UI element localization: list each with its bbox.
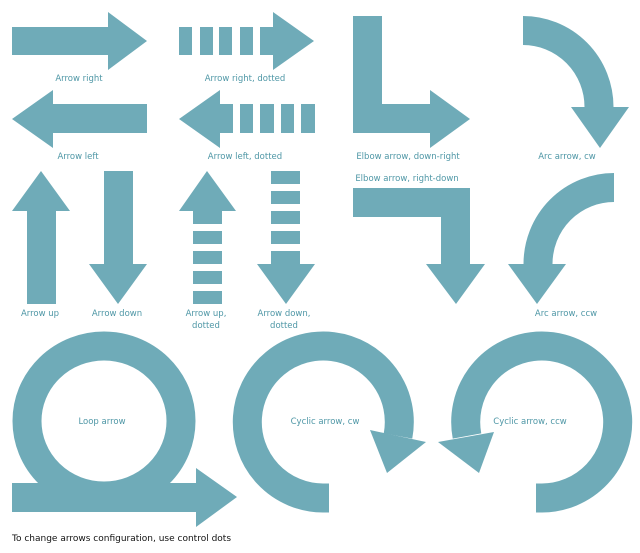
arrow-left-dotted-label: Arrow left, dotted	[208, 152, 282, 162]
arrow-left-label: Arrow left	[57, 152, 99, 162]
arrow-right-shape[interactable]	[12, 12, 147, 70]
arrow-up-label: Arrow up	[21, 309, 59, 319]
arrow-left-shape[interactable]	[12, 90, 147, 148]
arrow-up-dotted-label-1: Arrow up,	[186, 309, 227, 319]
arrow-right-label: Arrow right	[55, 74, 103, 84]
arc-arrow-ccw-shape[interactable]	[508, 173, 615, 305]
cyclic-arrow-ccw-shape[interactable]	[438, 331, 633, 513]
arrow-down-dotted-shape[interactable]	[257, 171, 315, 304]
arrow-down-shape[interactable]	[89, 171, 147, 304]
arrow-right-dotted-label: Arrow right, dotted	[205, 74, 286, 84]
arrow-down-dotted-label-1: Arrow down,	[258, 309, 311, 319]
arc-ccw-label: Arc arrow, ccw	[535, 309, 597, 319]
elbow-down-right-label: Elbow arrow, down-right	[356, 152, 460, 162]
elbow-right-down-label: Elbow arrow, right-down	[355, 174, 458, 184]
arrow-down-label: Arrow down	[92, 309, 142, 319]
arrow-down-dotted-label-2: dotted	[270, 321, 298, 331]
arrow-right-dotted-shape[interactable]	[179, 12, 314, 70]
loop-arrow-label: Loop arrow	[78, 417, 125, 427]
elbow-arrow-down-right-shape[interactable]	[353, 16, 470, 148]
arrow-up-dotted-label-2: dotted	[192, 321, 220, 331]
cyclic-arrow-cw-shape[interactable]	[232, 331, 426, 513]
elbow-arrow-right-down-shape[interactable]	[353, 188, 485, 304]
arc-arrow-cw-shape[interactable]	[522, 16, 629, 149]
arc-cw-label: Arc arrow, cw	[538, 152, 596, 162]
cyclic-cw-label: Cyclic arrow, cw	[291, 417, 360, 427]
cyclic-ccw-label: Cyclic arrow, ccw	[493, 417, 567, 427]
loop-arrow-shape[interactable]	[12, 331, 237, 527]
arrow-up-dotted-shape[interactable]	[179, 171, 236, 304]
arrow-left-dotted-shape[interactable]	[179, 90, 315, 148]
instruction-note: To change arrows configuration, use cont…	[11, 534, 231, 544]
arrow-up-shape[interactable]	[12, 171, 70, 304]
